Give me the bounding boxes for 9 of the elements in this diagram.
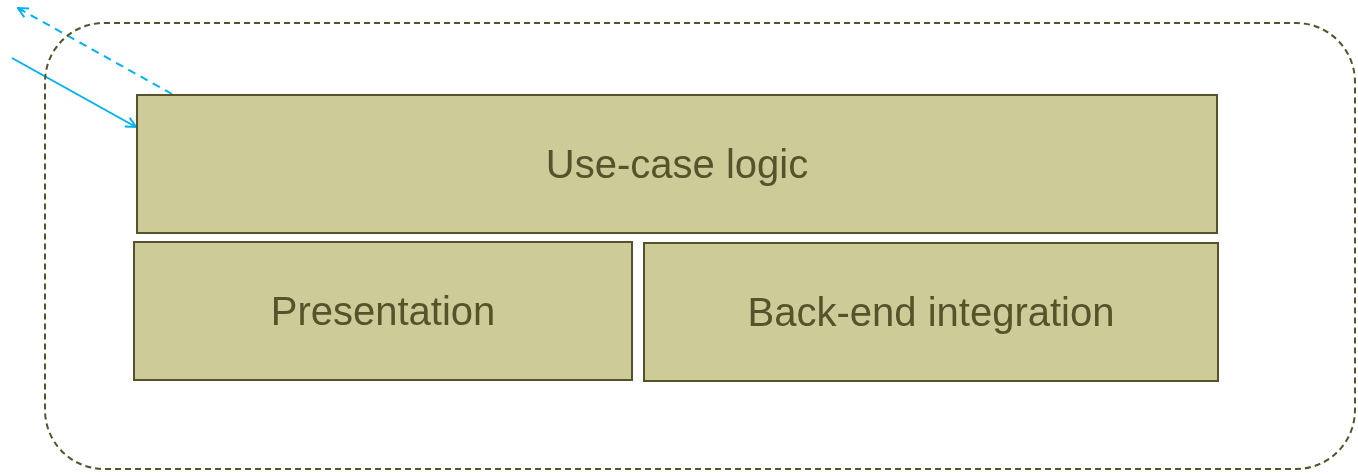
- component-box: [136, 94, 1218, 234]
- arrow: [17, 7, 173, 95]
- box-label: Back-end integration: [747, 289, 1115, 335]
- component-box: [133, 241, 633, 381]
- box-label: Use-case logic: [545, 141, 809, 187]
- box-label: Presentation: [270, 288, 496, 334]
- arrow: [11, 57, 137, 128]
- boundary-box: [44, 22, 1356, 470]
- component-box: [643, 242, 1219, 382]
